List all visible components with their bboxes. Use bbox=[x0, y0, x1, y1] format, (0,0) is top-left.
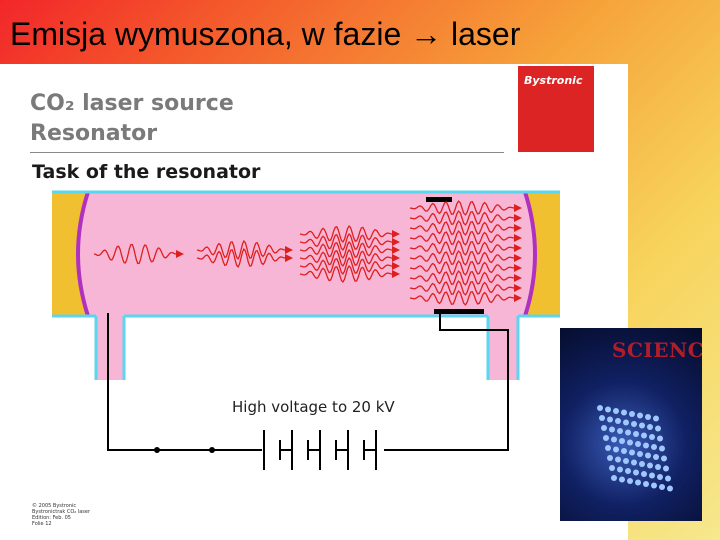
atom bbox=[625, 430, 631, 436]
high-voltage-label: High voltage to 20 kV bbox=[232, 398, 395, 416]
atom bbox=[615, 418, 621, 424]
atom bbox=[617, 467, 623, 473]
atom bbox=[637, 413, 643, 419]
atom bbox=[661, 456, 667, 462]
atom bbox=[645, 453, 651, 459]
atom bbox=[653, 454, 659, 460]
wire-junction-1 bbox=[154, 447, 160, 453]
atom bbox=[621, 448, 627, 454]
atom bbox=[607, 417, 613, 423]
atom bbox=[629, 450, 635, 456]
atom bbox=[625, 468, 631, 474]
atom bbox=[605, 445, 611, 451]
atom bbox=[623, 458, 629, 464]
atom bbox=[651, 483, 657, 489]
atom bbox=[639, 461, 645, 467]
atom bbox=[633, 470, 639, 476]
atom bbox=[597, 405, 603, 411]
gas-port-right bbox=[488, 316, 518, 380]
atom bbox=[607, 455, 613, 461]
atom bbox=[627, 478, 633, 484]
atom bbox=[647, 463, 653, 469]
atom bbox=[621, 410, 627, 416]
atom bbox=[633, 431, 639, 437]
atom bbox=[663, 466, 669, 472]
atom bbox=[631, 421, 637, 427]
high-voltage-battery bbox=[264, 430, 376, 470]
electrode-top bbox=[426, 197, 452, 202]
atom bbox=[645, 414, 651, 420]
atom bbox=[599, 415, 605, 421]
atom bbox=[613, 447, 619, 453]
atom bbox=[653, 416, 659, 422]
atom bbox=[629, 411, 635, 417]
atom bbox=[619, 477, 625, 483]
atom bbox=[615, 457, 621, 463]
gas-port-left bbox=[96, 316, 124, 380]
atom bbox=[655, 464, 661, 470]
atom bbox=[641, 433, 647, 439]
atom bbox=[611, 475, 617, 481]
atom bbox=[659, 446, 665, 452]
cover-art bbox=[560, 328, 702, 521]
science-magazine-cover: SCIENCE bbox=[560, 328, 702, 521]
atom bbox=[635, 480, 641, 486]
atom bbox=[667, 486, 673, 492]
atom bbox=[611, 437, 617, 443]
copyright-line: Folie 12 bbox=[32, 521, 90, 527]
atom bbox=[617, 428, 623, 434]
atom bbox=[623, 420, 629, 426]
atom bbox=[649, 434, 655, 440]
copyright-footer: © 2005 Bystronic Bystronictrak CO₂ laser… bbox=[32, 503, 90, 527]
atom bbox=[651, 444, 657, 450]
electrode-bottom bbox=[434, 309, 484, 314]
atom bbox=[643, 481, 649, 487]
atom bbox=[665, 476, 671, 482]
atom bbox=[659, 484, 665, 490]
atom bbox=[655, 426, 661, 432]
wire-left bbox=[108, 313, 262, 450]
atom bbox=[635, 441, 641, 447]
atom bbox=[641, 471, 647, 477]
atom bbox=[649, 473, 655, 479]
atom bbox=[657, 474, 663, 480]
atom bbox=[605, 407, 611, 413]
atom bbox=[627, 440, 633, 446]
atom bbox=[643, 443, 649, 449]
wire-junction-2 bbox=[209, 447, 215, 453]
atom bbox=[639, 423, 645, 429]
atom bbox=[609, 465, 615, 471]
atom bbox=[647, 424, 653, 430]
atom bbox=[619, 438, 625, 444]
atom bbox=[613, 408, 619, 414]
atom bbox=[637, 451, 643, 457]
atom bbox=[603, 435, 609, 441]
atom bbox=[631, 460, 637, 466]
atom bbox=[609, 427, 615, 433]
atom bbox=[601, 425, 607, 431]
atom bbox=[657, 436, 663, 442]
